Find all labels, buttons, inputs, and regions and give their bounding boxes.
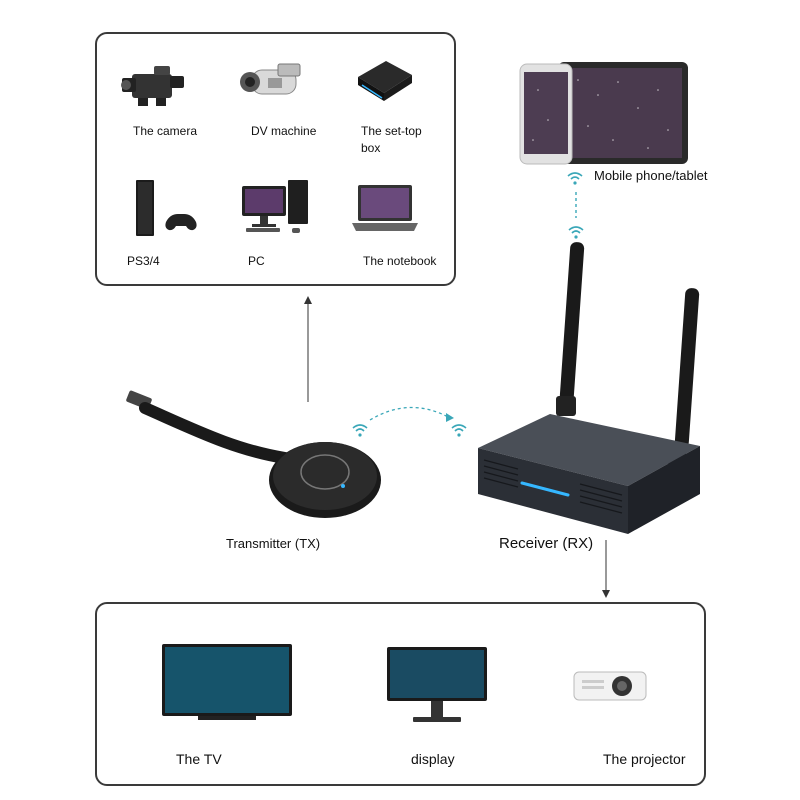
wireless-link-dashed bbox=[352, 406, 467, 437]
source-label-dv: DV machine bbox=[251, 124, 317, 138]
source-label-camera: The camera bbox=[133, 124, 198, 138]
mobile-label: Mobile phone/tablet bbox=[594, 168, 708, 183]
output-label-projector: The projector bbox=[603, 751, 686, 767]
mobile-link-dashed bbox=[568, 192, 584, 239]
laptop-icon bbox=[352, 185, 418, 231]
source-label-settop: The set-top box bbox=[361, 124, 422, 155]
tablet-phone-icon bbox=[519, 62, 688, 165]
arrow-to-outputs bbox=[602, 540, 610, 598]
tv-icon bbox=[162, 644, 292, 720]
transmitter-dongle-icon bbox=[126, 390, 381, 518]
output-label-display: display bbox=[411, 751, 455, 767]
game-console-icon bbox=[136, 180, 197, 236]
output-label-tv: The TV bbox=[176, 751, 222, 767]
dv-camcorder-icon bbox=[240, 63, 301, 95]
transmitter-label: Transmitter (TX) bbox=[226, 536, 321, 551]
monitor-icon bbox=[387, 647, 487, 722]
projector-icon bbox=[573, 671, 647, 701]
camera-icon bbox=[121, 66, 184, 106]
source-label-pc: PC bbox=[248, 254, 265, 268]
source-label-notebook: The notebook bbox=[363, 254, 437, 268]
set-top-box-icon bbox=[358, 61, 412, 101]
source-label-ps: PS3/4 bbox=[127, 254, 160, 268]
receiver-box-icon bbox=[478, 242, 700, 534]
receiver-label: Receiver (RX) bbox=[499, 535, 594, 552]
arrow-to-sources bbox=[304, 296, 312, 402]
desktop-pc-icon bbox=[242, 180, 308, 233]
wifi-icon bbox=[567, 172, 583, 185]
